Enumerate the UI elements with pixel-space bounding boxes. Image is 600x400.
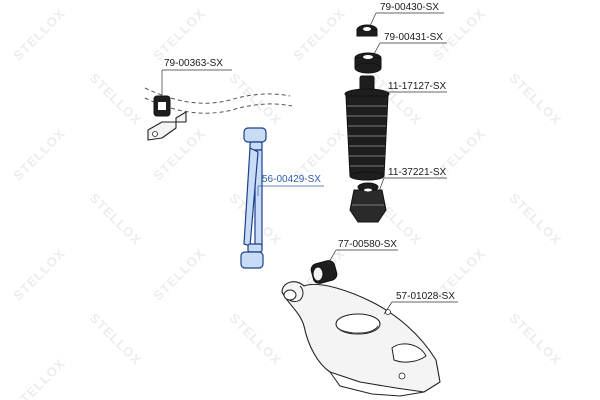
svg-text:STELLOX: STELLOX	[227, 310, 285, 368]
svg-text:STELLOX: STELLOX	[507, 190, 565, 248]
svg-text:STELLOX: STELLOX	[87, 310, 145, 368]
stabilizer-link-part	[240, 127, 267, 269]
watermark: STELLOX STELLOX STELLOX STELLOX STELLOX …	[10, 5, 564, 400]
label-79-00363: 79-00363-SX	[164, 58, 223, 69]
label-11-37221: 11-37221-SX	[388, 167, 447, 178]
svg-text:STELLOX: STELLOX	[150, 5, 208, 63]
svg-text:STELLOX: STELLOX	[150, 245, 208, 303]
label-56-00429: 56-00429-SX	[262, 174, 321, 185]
dust-boot-part	[344, 75, 390, 181]
bump-stop-part	[349, 182, 387, 223]
svg-text:STELLOX: STELLOX	[10, 125, 68, 183]
svg-text:STELLOX: STELLOX	[87, 70, 145, 128]
callout-leaders	[161, 12, 458, 315]
svg-text:STELLOX: STELLOX	[507, 70, 565, 128]
top-washer-part	[356, 24, 378, 37]
label-79-00431: 79-00431-SX	[384, 32, 443, 43]
stabilizer-bushing-part	[144, 87, 293, 141]
svg-text:STELLOX: STELLOX	[10, 5, 68, 63]
mount-bushing-part	[354, 52, 382, 74]
label-11-17127: 11-17127-SX	[388, 81, 447, 92]
label-79-00430: 79-00430-SX	[380, 2, 439, 13]
control-arm-part	[281, 281, 441, 397]
svg-text:STELLOX: STELLOX	[290, 5, 348, 63]
part-labels: 79-00363-SX 56-00429-SX 79-00430-SX 79-0…	[164, 2, 455, 302]
svg-text:STELLOX: STELLOX	[10, 245, 68, 303]
svg-text:STELLOX: STELLOX	[227, 70, 285, 128]
svg-text:STELLOX: STELLOX	[507, 310, 565, 368]
arm-bushing-part	[310, 260, 338, 284]
label-77-00580: 77-00580-SX	[338, 239, 397, 250]
svg-text:STELLOX: STELLOX	[10, 355, 68, 400]
svg-text:STELLOX: STELLOX	[87, 190, 145, 248]
label-57-01028: 57-01028-SX	[396, 291, 455, 302]
